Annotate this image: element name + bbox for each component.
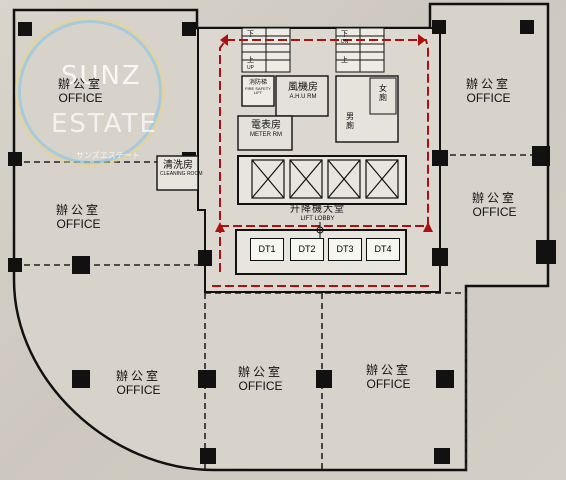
stair-left [241, 27, 291, 73]
sunz-estate-logo: SUNZ ESTATE サンズエステート [18, 20, 162, 164]
office-label-sw: 辦公室 OFFICE [116, 369, 162, 397]
office-label-se: 辦公室 OFFICE [366, 363, 412, 391]
logo-line-3: サンズエステート [76, 151, 140, 160]
logo-line-2: ESTATE [51, 109, 158, 139]
ahu-room [275, 75, 329, 117]
stair-right-down-en: DN [341, 39, 349, 45]
office-label-nw: 辦公室 OFFICE [58, 77, 104, 105]
stair-right-down-label: 下 [341, 30, 348, 38]
meter-room [237, 115, 293, 151]
meter-room-label: 電表房 METER RM [250, 120, 282, 138]
male-toilet-label: 男廁 [346, 112, 354, 131]
stair-left-down-label: 下 [247, 30, 254, 38]
fire-lift [241, 75, 275, 107]
lift-dt1: DT1 [250, 238, 284, 261]
escape-arrow-right [423, 222, 433, 232]
cleaning-room [156, 155, 199, 191]
female-toilet-label: 女廁 [379, 84, 387, 103]
stair-right-up-label: 上 [341, 56, 348, 64]
escape-route [219, 39, 429, 272]
stair-left-up-label: 上 [247, 56, 254, 64]
office-label-ne: 辦公室 OFFICE [466, 77, 512, 105]
stair-left-up-en: UP [247, 65, 254, 71]
logo-line-1: SUNZ [61, 61, 142, 91]
office-label-s: 辦公室 OFFICE [238, 365, 284, 393]
lift-dt3: DT3 [328, 238, 362, 261]
lift-dt4: DT4 [366, 238, 400, 261]
office-label-e: 辦公室 OFFICE [472, 191, 518, 219]
escape-arrow-left [215, 222, 225, 232]
toilet-block [335, 75, 399, 143]
lift-dt2: DT2 [290, 238, 324, 261]
fire-lift-label: 消防梯 FIRE SAFETY LIFT [245, 80, 271, 96]
stair-right [335, 27, 385, 73]
cleaning-room-label: 清洗房 CLEANING ROOM [160, 160, 203, 177]
office-label-w: 辦公室 OFFICE [56, 203, 102, 231]
ahu-room-label: 風機房 A.H.U RM [288, 82, 318, 100]
lift-lobby-label: 升降機大堂 LIFT LOBBY [290, 204, 345, 222]
structural-columns [8, 20, 556, 464]
